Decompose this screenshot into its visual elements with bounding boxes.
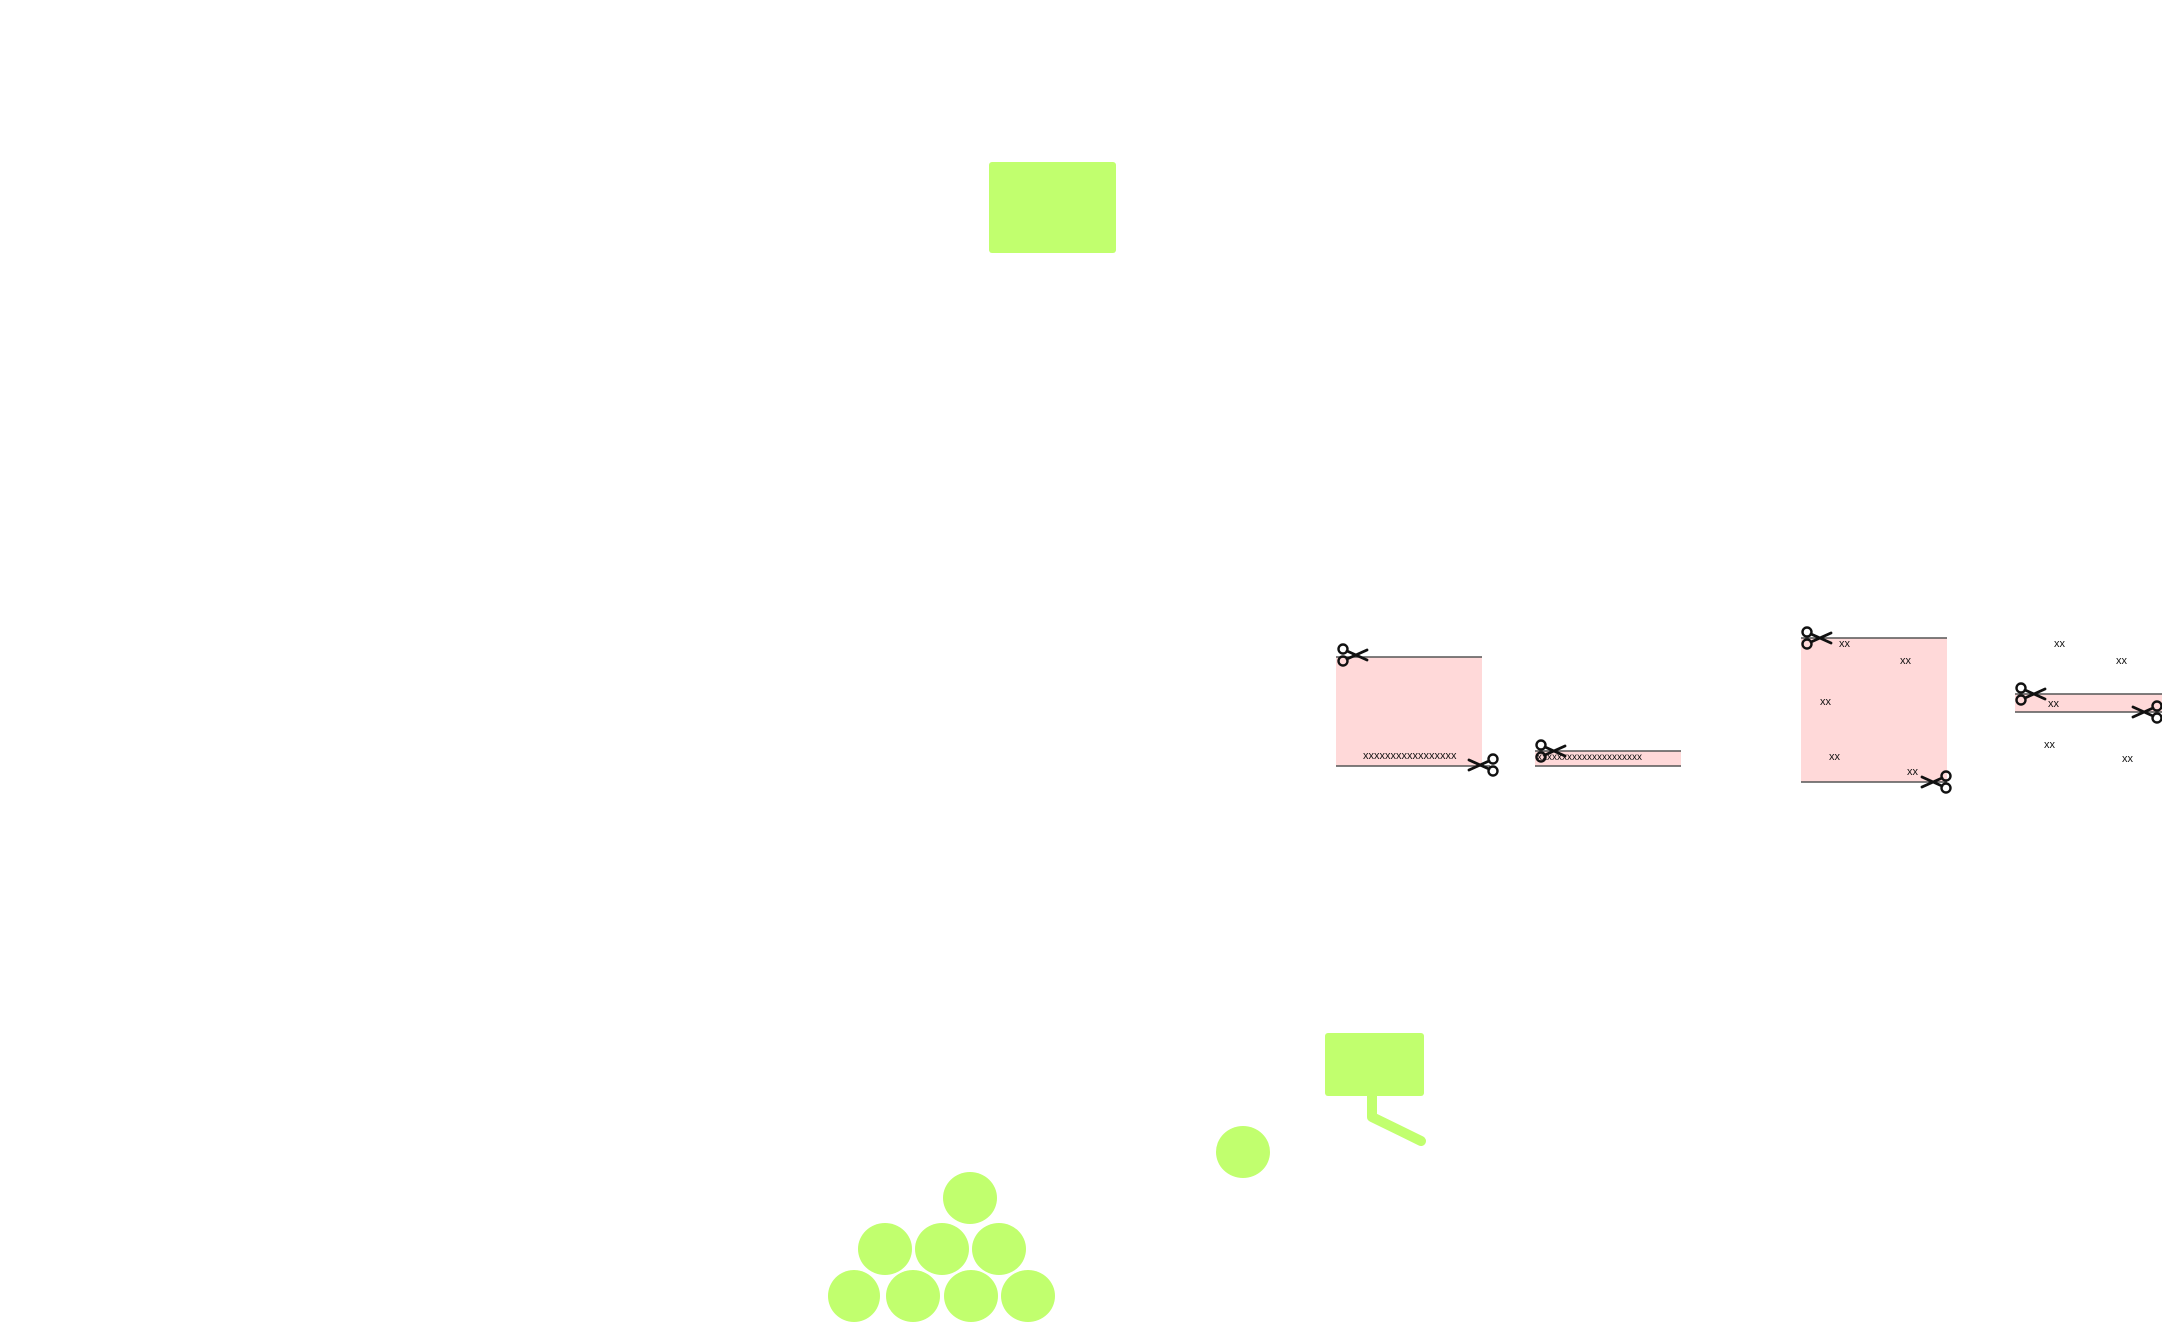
- panel-4-fill: [2015, 694, 2162, 712]
- pyramid-circle: [828, 1270, 880, 1322]
- panel-4-label: xx: [2116, 655, 2128, 667]
- circle-pyramid: [828, 1172, 1055, 1322]
- pyramid-circle: [972, 1223, 1026, 1275]
- pyramid-circle: [886, 1270, 940, 1322]
- sign-post: [1367, 1089, 1426, 1146]
- green-rectangle-top: [989, 162, 1116, 253]
- sign-board: [1325, 1033, 1424, 1096]
- cut-panel-2: xxxxxxxxxxxxxxxxxxxxx: [1535, 739, 1681, 767]
- pyramid-circle: [1001, 1270, 1055, 1322]
- panel-3-fill: [1801, 638, 1947, 782]
- panel-1-fill: [1336, 657, 1482, 766]
- panel-3-label: xx: [1829, 751, 1841, 763]
- panel-4-label: xx: [2054, 638, 2066, 650]
- panel-4-label: xx: [2048, 698, 2060, 710]
- panel-3-label: xx: [1907, 766, 1919, 778]
- panel-3-label: xx: [1820, 696, 1832, 708]
- cut-panel-1: xxxxxxxxxxxxxxxxx: [1336, 643, 1499, 777]
- panel-3-label: xx: [1839, 638, 1851, 650]
- panel-4-label: xx: [2044, 739, 2056, 751]
- panel-1-label: xxxxxxxxxxxxxxxxx: [1363, 750, 1457, 762]
- panel-4-label: xx: [2122, 753, 2134, 765]
- green-circle-single: [1216, 1126, 1270, 1178]
- pyramid-circle: [915, 1223, 969, 1275]
- panel-3-label: xx: [1900, 655, 1912, 667]
- cut-panel-3: xx xx xx xx xx: [1801, 626, 1952, 794]
- pyramid-circle: [858, 1223, 912, 1275]
- panel-2-label: xxxxxxxxxxxxxxxxxxxxx: [1537, 752, 1642, 763]
- cut-panel-4: xx xx xx xx xx: [2015, 638, 2162, 765]
- pyramid-circle: [944, 1270, 998, 1322]
- pyramid-circle: [943, 1172, 997, 1224]
- panel-2-fill: [1535, 751, 1681, 766]
- green-sign: [1325, 1033, 1426, 1146]
